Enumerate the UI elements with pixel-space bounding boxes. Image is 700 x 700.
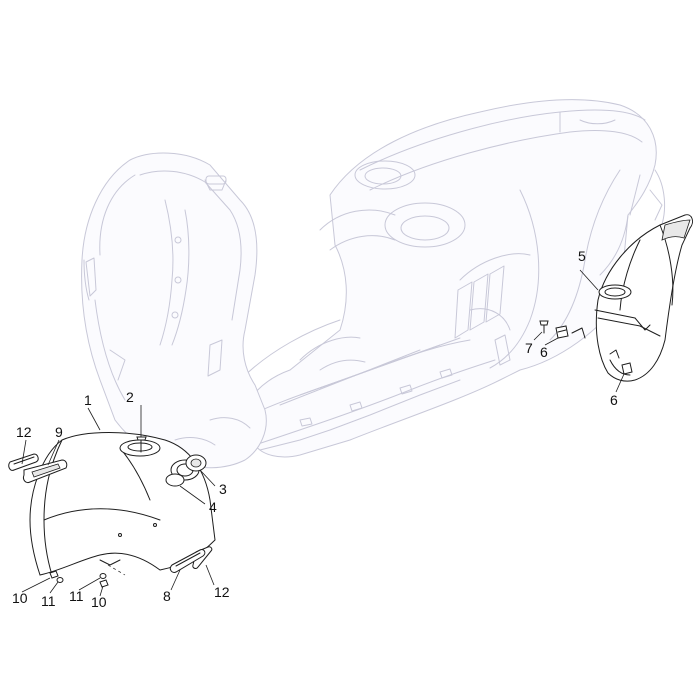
washer-part-11-left (56, 577, 64, 583)
screw-part-2 (136, 436, 147, 453)
clip-part-6-upper (555, 325, 569, 339)
washer-part-11-right (99, 573, 107, 579)
bracket-rear-mudguard (571, 327, 620, 359)
callout-labels: 1 2 3 4 5 6 6 7 8 9 10 10 11 11 12 12 (12, 248, 618, 610)
callout-12-right: 12 (214, 584, 230, 600)
front-fender (29, 432, 216, 576)
callout-10-left: 10 (12, 590, 28, 606)
grommet-part-3 (185, 454, 207, 472)
scooter-body-frame (239, 99, 665, 458)
callout-6-upper: 6 (540, 344, 548, 360)
callout-7: 7 (525, 340, 533, 356)
screw-part-7 (539, 320, 549, 334)
clip-part-6-lower (621, 362, 633, 375)
strip-part-8 (169, 549, 206, 573)
rear-mudguard-part-5 (594, 214, 693, 382)
callout-11-left: 11 (41, 593, 56, 609)
callout-6-lower: 6 (610, 392, 618, 408)
badge-ring-part-4 (165, 473, 185, 487)
callout-8: 8 (163, 588, 171, 604)
leg-shield (81, 152, 267, 469)
callout-12-left: 12 (16, 424, 32, 440)
callout-9: 9 (55, 424, 63, 440)
rubber-strip-part-12-left (8, 453, 39, 471)
callout-11-right: 11 (69, 588, 84, 604)
callout-5: 5 (578, 248, 586, 264)
nut-part-10-left (49, 570, 59, 579)
callout-4: 4 (209, 499, 217, 515)
callout-10-right: 10 (91, 594, 107, 610)
callout-1: 1 (84, 392, 92, 408)
nut-part-10-right (99, 579, 109, 588)
fender-trim-part-9 (23, 459, 68, 483)
callout-2: 2 (126, 389, 134, 405)
leader-lines (21, 269, 625, 597)
callout-3: 3 (219, 481, 227, 497)
